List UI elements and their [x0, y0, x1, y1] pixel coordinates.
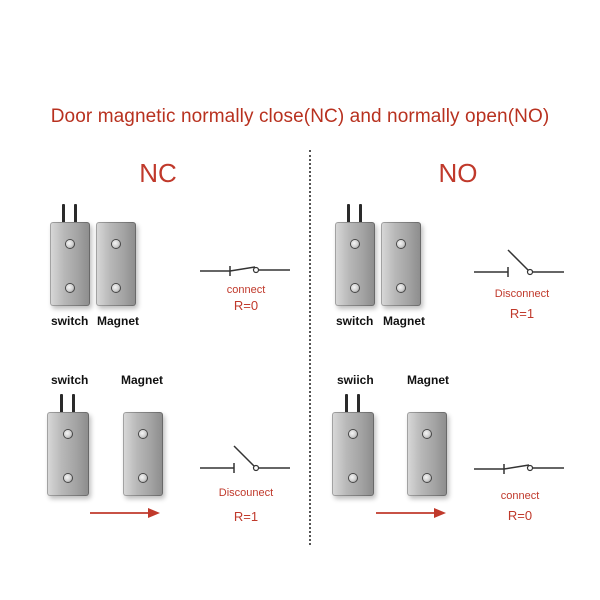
nc-arrow-right-icon	[90, 508, 160, 518]
nc-bottom-state-label: Discounect	[218, 487, 274, 499]
no-arrow-right-icon	[376, 508, 446, 518]
nc-bottom-switch-symbol-icon	[200, 445, 290, 473]
no-bottom-switch-label: swiich	[337, 373, 374, 387]
section-divider	[309, 150, 311, 545]
no-top-switch-label: switch	[336, 314, 374, 328]
nc-top-switch-symbol-icon	[200, 266, 290, 276]
no-top-resistance: R=1	[509, 306, 535, 321]
nc-top-magnet-label: Magnet	[97, 314, 139, 328]
nc-top-resistance: R=0	[233, 298, 259, 313]
diagram-title: Door magnetic normally close(NC) and nor…	[50, 106, 550, 127]
nc-bottom-switch-label: switch	[51, 373, 89, 387]
no-bottom-state-label: connect	[500, 490, 540, 502]
nc-heading: NC	[139, 158, 177, 188]
no-bottom-resistance: R=0	[507, 508, 533, 523]
no-top-state-label: Disconnect	[494, 288, 550, 300]
nc-bottom-magnet-label: Magnet	[121, 373, 163, 387]
no-heading: NO	[438, 158, 478, 188]
no-bottom-switch-symbol-icon	[474, 464, 564, 474]
no-top-switch-symbol-icon	[474, 249, 564, 277]
nc-top-state-label: connect	[226, 284, 266, 296]
nc-top-switch-label: switch	[51, 314, 89, 328]
no-bottom-magnet-label: Magnet	[407, 373, 449, 387]
nc-bottom-resistance: R=1	[233, 509, 259, 524]
no-top-magnet-label: Magnet	[383, 314, 425, 328]
